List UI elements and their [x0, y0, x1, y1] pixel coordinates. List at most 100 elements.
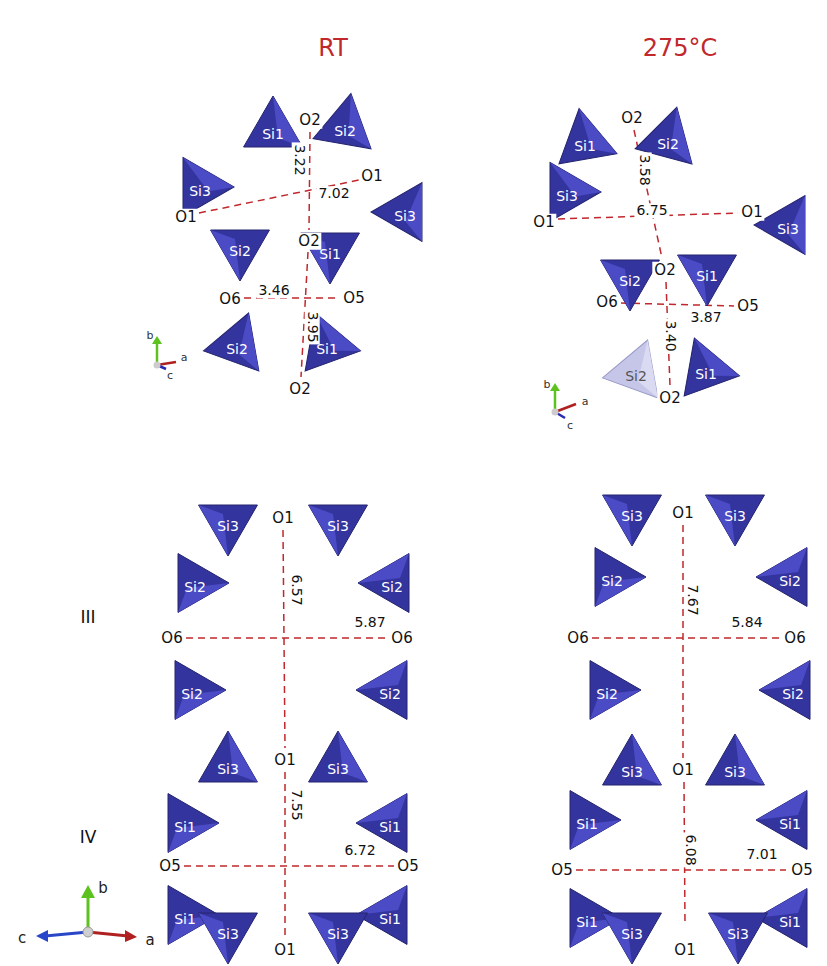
axis-label: b: [96, 880, 110, 897]
silicon-tetrahedron: Si2: [158, 656, 226, 724]
tetrahedron-text: Si3: [371, 178, 439, 246]
tetrahedron-face: [759, 661, 810, 720]
silicon-tetrahedron: Si3: [701, 734, 769, 802]
silicon-tetrahedron: Si1: [673, 238, 741, 306]
tetrahedron-text: Si3: [304, 731, 372, 799]
tetrahedron-face: [309, 505, 368, 556]
axis-origin: [83, 927, 93, 937]
silicon-tetrahedron: Si1: [296, 216, 364, 284]
tetrahedron-text: Si3: [704, 896, 772, 964]
silicon-label: Si2: [782, 678, 804, 702]
distance-line: [621, 303, 734, 306]
distance-label: 3.87: [688, 310, 723, 325]
tetrahedron-face: [183, 143, 234, 202]
tetrahedron-text: Si1: [151, 881, 219, 949]
silicon-tetrahedron: Si1: [551, 108, 619, 176]
tetrahedron-text: Si3: [598, 734, 666, 802]
oxygen-label: O1: [272, 942, 297, 959]
tetrahedron-text: Si1: [356, 881, 424, 949]
axis-label: c: [16, 930, 28, 947]
tetrahedron-text: Si3: [701, 734, 769, 802]
oxygen-label: O6: [782, 630, 807, 647]
tetrahedron-face: [356, 886, 407, 915]
tetrahedron-face: [706, 495, 765, 546]
oxygen-label: O1: [531, 214, 556, 231]
tetrahedron-face: [342, 94, 380, 149]
silicon-tetrahedron: Si2: [356, 656, 424, 724]
silicon-label: Si2: [379, 678, 401, 702]
silicon-label: Si1: [379, 903, 401, 927]
silicon-tetrahedron: Si2: [161, 549, 229, 617]
silicon-tetrahedron: Si3: [598, 478, 666, 546]
axis-label: b: [145, 330, 156, 342]
tetrahedron-face: [756, 791, 807, 850]
tetrahedron-text: Si2: [759, 656, 827, 724]
silicon-tetrahedron: Si2: [203, 311, 271, 379]
tetrahedron-face: [313, 88, 380, 148]
tetrahedron-face: [756, 548, 807, 607]
silicon-tetrahedron: Si3: [194, 896, 262, 964]
tetrahedron-text: Si1: [293, 311, 361, 379]
tetrahedron-text: Si2: [578, 543, 646, 611]
distance-label: 3.40: [662, 318, 677, 353]
silicon-tetrahedron: Si1: [356, 881, 424, 949]
tetrahedron-face: [288, 303, 361, 371]
axis-arrow: [88, 932, 128, 936]
tetrahedron-face: [168, 794, 219, 853]
axis-head: [125, 930, 137, 942]
tetrahedron-face: [358, 554, 409, 583]
silicon-label: Si1: [574, 130, 596, 154]
silicon-label: Si1: [319, 238, 341, 262]
tetrahedron-text: Si1: [551, 108, 619, 176]
axis-origin: [154, 362, 161, 369]
silicon-label: Si1: [576, 906, 598, 930]
distance-label: 6.57: [288, 572, 303, 607]
silicon-label: Si3: [621, 756, 643, 780]
tetrahedron-text: Si1: [756, 884, 824, 952]
tetrahedron-text: Si1: [553, 884, 621, 952]
silicon-label: Si3: [621, 500, 643, 524]
silicon-tetrahedron: Si2: [578, 543, 646, 611]
distance-label: 6.75: [634, 203, 669, 218]
silicon-label: Si1: [174, 811, 196, 835]
silicon-label: Si2: [619, 265, 641, 289]
silicon-label: Si3: [724, 756, 746, 780]
distance-line: [184, 865, 394, 867]
silicon-label: Si3: [394, 200, 416, 224]
tetrahedron-face: [525, 148, 601, 222]
silicon-tetrahedron: Si2: [756, 543, 824, 611]
distance-label: 7.01: [744, 847, 779, 862]
ring-label: III: [78, 608, 97, 627]
silicon-label: Si2: [184, 571, 206, 595]
oxygen-label: O1: [670, 762, 695, 779]
tetrahedron-face: [603, 734, 662, 785]
oxygen-label: O2: [657, 390, 682, 407]
tetrahedron-face: [550, 103, 617, 163]
distance-line: [576, 869, 786, 871]
silicon-label: Si1: [695, 358, 717, 382]
oxygen-label: O2: [652, 262, 677, 279]
silicon-label: Si2: [601, 565, 623, 589]
silicon-label: Si2: [334, 115, 356, 139]
distance-line: [682, 525, 684, 758]
tetrahedron-text: Si1: [756, 786, 824, 854]
tetrahedron-text: Si2: [206, 213, 274, 281]
tetrahedron-text: Si2: [203, 311, 271, 379]
tetrahedron-face: [590, 661, 641, 720]
axis-label: c: [565, 420, 575, 432]
tetrahedron-face: [570, 791, 621, 850]
oxygen-label: O6: [565, 630, 590, 647]
distance-line: [309, 132, 310, 230]
oxygen-label: O6: [159, 630, 184, 647]
oxygen-label: O1: [270, 510, 295, 527]
oxygen-label: O5: [341, 290, 366, 307]
tetrahedron-text: Si3: [304, 896, 372, 964]
silicon-label: Si2: [181, 678, 203, 702]
tetrahedron-face: [356, 661, 407, 690]
distance-label: 6.08: [682, 832, 697, 867]
panel-title: RT: [316, 35, 350, 61]
silicon-label: Si1: [262, 118, 284, 142]
silicon-label: Si3: [327, 918, 349, 942]
distance-label: 3.22: [291, 142, 306, 177]
